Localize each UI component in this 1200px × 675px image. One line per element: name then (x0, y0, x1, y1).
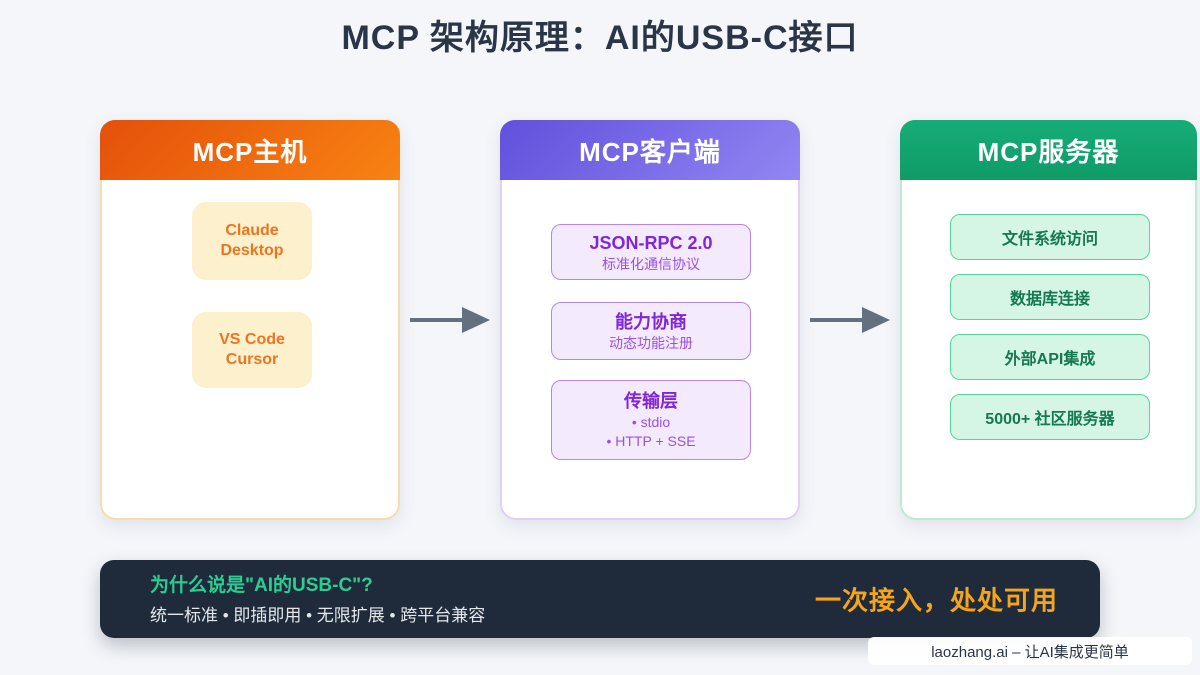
server-item-community: 5000+ 社区服务器 (950, 394, 1150, 440)
host-item-label-line1: VS Code (219, 331, 285, 348)
watermark-text: laozhang.ai – 让AI集成更简单 (931, 643, 1129, 661)
client-item-title: 传输层 (624, 391, 678, 411)
mcp-host-header: MCP主机 (100, 120, 400, 180)
mcp-client-card: MCP客户端 JSON-RPC 2.0 标准化通信协议 能力协商 动态功能注册 … (500, 120, 800, 520)
client-item-bullet-stdio: • stdio (631, 414, 671, 430)
server-item-label: 5000+ 社区服务器 (985, 411, 1115, 428)
mcp-server-header-label: MCP服务器 (977, 136, 1120, 167)
client-item-bullet-http-sse: • HTTP + SSE (606, 433, 696, 449)
summary-features: 统一标准 • 即插即用 • 无限扩展 • 跨平台兼容 (150, 606, 486, 625)
host-item-vscode-cursor: VS Code Cursor (192, 312, 312, 388)
mcp-client-header: MCP客户端 (500, 120, 800, 180)
client-item-transport: 传输层 • stdio • HTTP + SSE (551, 380, 751, 460)
mcp-host-card: MCP主机 Claude Desktop VS Code Cursor (100, 120, 400, 520)
host-item-label-line2: Cursor (225, 351, 279, 368)
summary-text-block: 为什么说是"AI的USB-C"? 统一标准 • 即插即用 • 无限扩展 • 跨平… (150, 573, 485, 627)
mcp-client-header-label: MCP客户端 (579, 136, 721, 167)
client-item-capability: 能力协商 动态功能注册 (551, 302, 751, 360)
client-item-subtitle: 标准化通信协议 (602, 255, 700, 272)
watermark-badge: laozhang.ai – 让AI集成更简单 (868, 637, 1192, 665)
server-item-database: 数据库连接 (950, 274, 1150, 320)
server-item-filesystem: 文件系统访问 (950, 214, 1150, 260)
mcp-host-header-label: MCP主机 (192, 136, 308, 167)
server-item-label: 文件系统访问 (1001, 231, 1098, 248)
arrow-right-icon (810, 307, 890, 333)
summary-bar: 为什么说是"AI的USB-C"? 统一标准 • 即插即用 • 无限扩展 • 跨平… (100, 560, 1100, 638)
host-item-claude-desktop: Claude Desktop (192, 202, 312, 280)
summary-slogan: 一次接入，处处可用 (814, 585, 1058, 616)
client-item-jsonrpc: JSON-RPC 2.0 标准化通信协议 (551, 224, 751, 280)
client-item-subtitle: 动态功能注册 (609, 334, 693, 351)
server-item-external-api: 外部API集成 (950, 334, 1150, 380)
mcp-server-card: MCP服务器 文件系统访问 数据库连接 外部API集成 5000+ 社区服务器 (900, 120, 1197, 520)
server-item-label: 数据库连接 (1009, 291, 1090, 308)
mcp-server-header: MCP服务器 (900, 120, 1197, 180)
summary-question: 为什么说是"AI的USB-C"? (150, 575, 373, 596)
server-item-label: 外部API集成 (1004, 351, 1096, 368)
page-title: MCP 架构原理：AI的USB-C接口 (341, 19, 859, 57)
arrow-right-icon (410, 307, 490, 333)
host-item-label: Claude Desktop (220, 222, 284, 259)
client-item-title: JSON-RPC 2.0 (589, 232, 713, 253)
client-item-title: 能力协商 (615, 311, 687, 332)
